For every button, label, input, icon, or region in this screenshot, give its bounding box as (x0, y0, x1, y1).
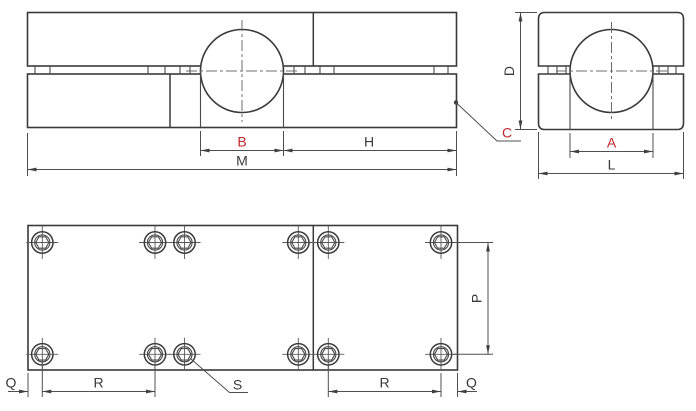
arrowhead (283, 148, 293, 153)
dimension-label-b: B (237, 134, 246, 150)
dimension-M: M (27, 133, 457, 176)
arrowhead (486, 242, 490, 252)
arrowhead (200, 148, 210, 153)
dimension-label-r-left: R (93, 375, 103, 391)
arrowhead (486, 345, 490, 355)
side-split-serrations (547, 66, 677, 74)
arrowhead (518, 12, 523, 22)
extension-lines (200, 131, 284, 156)
arrowhead (328, 389, 338, 394)
plan-view (25, 224, 459, 372)
dimension-label-r-right: R (379, 375, 389, 391)
front-bore-walls (199, 72, 285, 128)
callout-C: C (453, 100, 521, 142)
dimension-label-a: A (607, 135, 617, 151)
extension-lines (27, 360, 458, 397)
plan-outline (27, 224, 459, 371)
front-centerlines (186, 20, 298, 122)
arrowhead (457, 389, 467, 394)
dimension-D: D (501, 12, 537, 130)
dimension-B: B (200, 131, 284, 156)
dimension-label-p: P (469, 294, 485, 303)
arrowhead (674, 171, 684, 176)
front-view (26, 11, 458, 129)
extension-lines (569, 133, 654, 158)
dimension-label-q-left: Q (6, 375, 17, 391)
side-bore-walls (569, 72, 654, 130)
arrowhead (27, 167, 37, 172)
callout-S: S (190, 358, 248, 393)
arrowhead (538, 171, 548, 176)
extension-lines (453, 242, 493, 355)
arrowhead (274, 148, 284, 153)
dimension-R-right: R (328, 375, 441, 394)
dimension-H: H (283, 131, 457, 176)
dimension-R-left: R (42, 375, 155, 394)
callout-label-s: S (233, 377, 242, 393)
leader-line (455, 102, 521, 142)
dimension-L: L (538, 132, 684, 179)
dimension-label-q-right: Q (466, 375, 477, 391)
dimension-label-l: L (608, 157, 616, 173)
callout-label-c: C (502, 125, 512, 141)
side-centerlines (556, 22, 667, 120)
arrowhead (518, 120, 523, 130)
arrowhead (146, 389, 155, 394)
dimension-label-h: H (364, 134, 374, 150)
extension-lines (515, 12, 537, 130)
arrowhead (447, 148, 457, 153)
arrowhead (42, 389, 52, 394)
dimension-Q-left: Q (6, 375, 28, 394)
dimension-Q-right: Q (457, 375, 477, 394)
dimension-A: A (569, 133, 654, 158)
arrowhead (447, 167, 457, 172)
front-split-serrations (34, 66, 449, 74)
arrowhead (432, 389, 441, 394)
dimension-label-m: M (236, 153, 248, 169)
arrowhead (570, 149, 579, 154)
plan-bottom-extension-lines (27, 360, 458, 397)
side-view (537, 11, 685, 131)
arrowhead (644, 149, 653, 154)
arrowhead (19, 389, 28, 394)
dimension-label-d: D (501, 66, 517, 76)
leader-line (190, 358, 248, 393)
dimension-P: P (453, 242, 493, 355)
extension-lines (538, 132, 684, 179)
